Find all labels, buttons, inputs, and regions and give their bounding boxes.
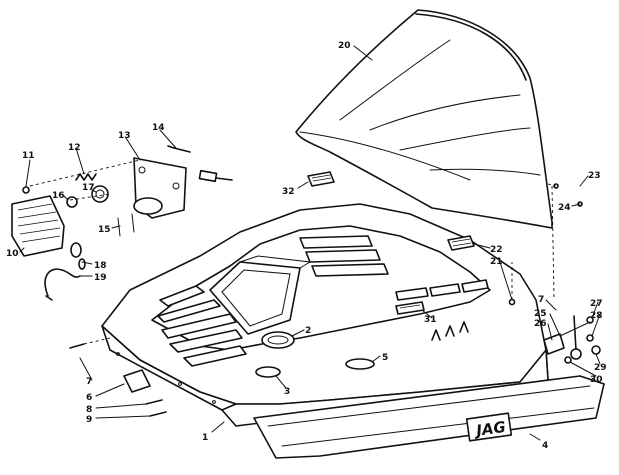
callout-1: 1 xyxy=(202,433,208,443)
callout-17: 17 xyxy=(82,183,95,193)
callout-23: 23 xyxy=(588,171,601,181)
windshield xyxy=(295,9,553,229)
callout-21: 21 xyxy=(490,257,503,267)
headlight-assembly xyxy=(11,145,233,301)
callout-5: 5 xyxy=(382,353,388,363)
callout-16: 16 xyxy=(52,191,65,201)
callout-28: 28 xyxy=(590,311,603,321)
callout-7-left: 7 xyxy=(86,377,92,387)
callout-13: 13 xyxy=(118,131,131,141)
callout-9: 9 xyxy=(86,415,92,425)
callout-3: 3 xyxy=(284,387,290,397)
jag-logo-text: JAG xyxy=(472,418,507,440)
callout-18: 18 xyxy=(94,261,107,271)
callout-12: 12 xyxy=(68,143,81,153)
callout-8: 8 xyxy=(86,405,92,415)
callout-27: 27 xyxy=(590,299,603,309)
jag-decal-strip: JAG xyxy=(253,375,605,459)
windshield-decal xyxy=(307,171,335,187)
callout-20: 20 xyxy=(338,41,351,51)
callout-24: 24 xyxy=(558,203,571,213)
callout-14: 14 xyxy=(152,123,165,133)
callout-30: 30 xyxy=(590,375,603,385)
callout-22: 22 xyxy=(490,245,503,255)
callout-26: 26 xyxy=(534,319,547,329)
callout-4: 4 xyxy=(542,441,548,451)
leader-lines xyxy=(19,45,601,441)
callout-7-right: 7 xyxy=(538,295,544,305)
callout-32: 32 xyxy=(282,187,295,197)
callout-31: 31 xyxy=(424,315,437,325)
callout-19: 19 xyxy=(94,273,107,283)
callout-15: 15 xyxy=(98,225,111,235)
callout-6: 6 xyxy=(86,393,92,403)
callout-11: 11 xyxy=(22,151,35,161)
callout-labels: 1 2 3 4 5 6 7 7 8 9 10 11 12 13 14 15 16… xyxy=(6,41,607,451)
hood xyxy=(101,203,549,427)
callout-2: 2 xyxy=(305,326,311,336)
callout-25: 25 xyxy=(534,309,547,319)
callout-29: 29 xyxy=(594,363,607,373)
front-hardware xyxy=(69,337,167,417)
callout-10: 10 xyxy=(6,249,19,259)
